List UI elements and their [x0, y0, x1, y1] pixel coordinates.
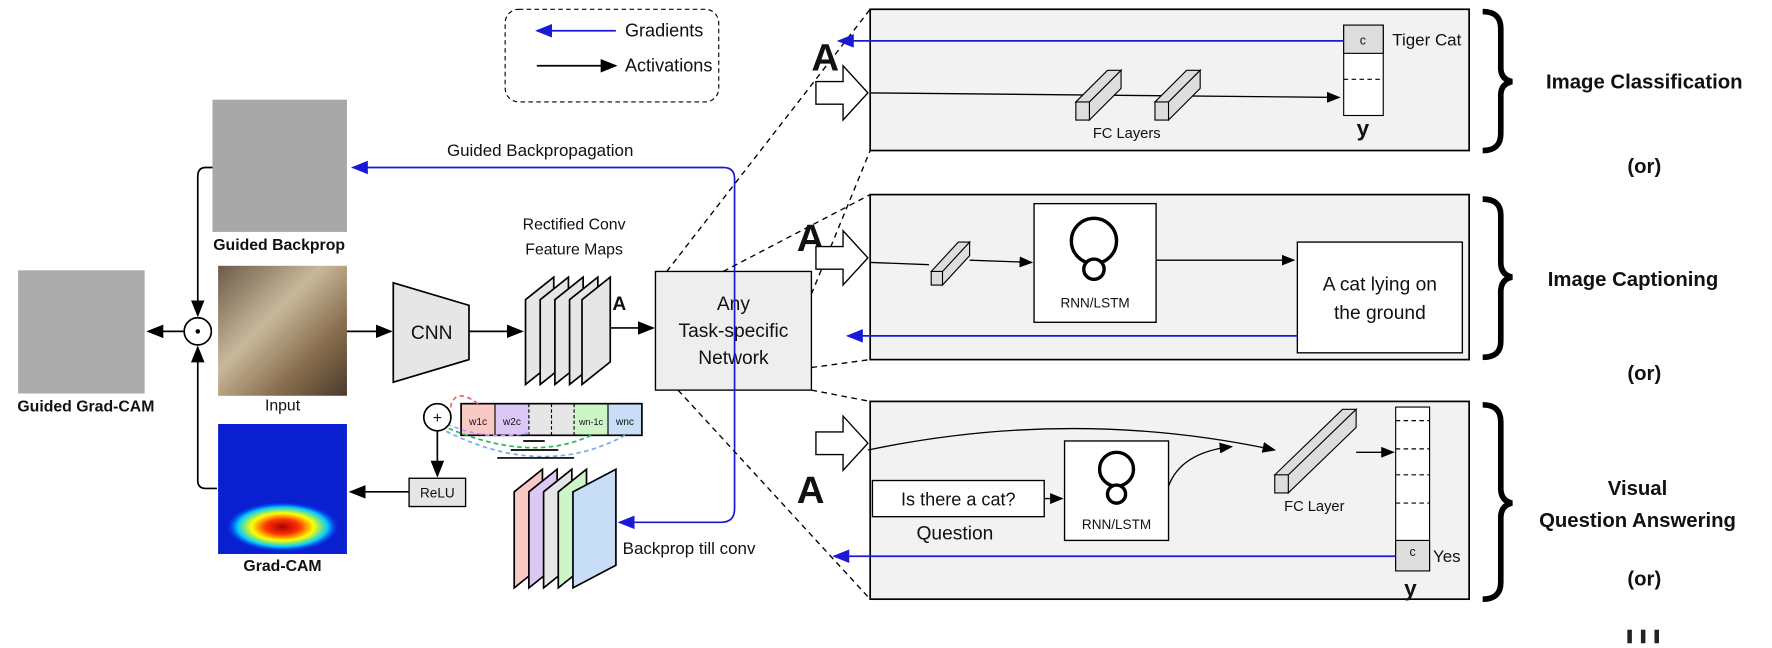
class-c-label: c: [1360, 33, 1366, 47]
weight-label: w2c: [502, 417, 521, 428]
cnn-label: CNN: [411, 323, 453, 344]
weight-label: w1c: [468, 417, 487, 428]
weights-vector: w1c w2c wn-1c wnc: [442, 395, 643, 459]
guided-backpropagation-label: Guided Backpropagation: [447, 141, 633, 160]
rnn-label: RNN/LSTM: [1082, 517, 1151, 532]
question-label: Question: [916, 523, 993, 544]
or-label: (or): [1627, 569, 1661, 591]
task-network-label: Task-specific: [678, 321, 788, 342]
fc-layers-label: FC Layers: [1093, 126, 1161, 142]
y-label: y: [1357, 116, 1370, 141]
panel-image-captioning: A RNN/LSTM A cat lying on the ground: [797, 193, 1470, 361]
class-c-label: c: [1410, 545, 1416, 559]
answer-label: Yes: [1433, 547, 1461, 566]
question-box: Is there a cat?: [901, 489, 1016, 509]
relu-label: ReLU: [420, 485, 455, 500]
a-label: A: [811, 36, 839, 79]
class-label: Tiger Cat: [1392, 30, 1461, 49]
cnn-block: [392, 281, 470, 384]
task-specific-network-box: [654, 270, 813, 391]
weight-label: wnc: [615, 417, 634, 428]
fc-layer-label: FC Layer: [1284, 499, 1345, 515]
or-label: (or): [1627, 363, 1661, 385]
task-label: Question Answering: [1539, 510, 1736, 532]
y-label: y: [1404, 576, 1417, 601]
ellipsis-icon: [1627, 629, 1659, 644]
gradcam-label: Grad-CAM: [243, 558, 321, 575]
caption-text: A cat lying on: [1323, 275, 1437, 296]
task-network-label: Network: [698, 348, 769, 369]
feature-maps: [524, 275, 612, 387]
guided-gradcam-image: [18, 270, 145, 394]
guided-backprop-label: Guided Backprop: [213, 237, 345, 254]
task-network-label: Any: [717, 294, 750, 315]
panel-vqa: A Is there a cat? Question RNN/LSTM FC L…: [797, 400, 1470, 601]
guided-gradcam-label: Guided Grad-CAM: [17, 399, 154, 416]
a-label: A: [797, 469, 825, 512]
task-label: Visual: [1608, 478, 1668, 500]
heatmap-hotspot: [226, 501, 340, 552]
guided-backprop-image: [212, 99, 347, 232]
task-label: Image Classification: [1546, 71, 1743, 93]
weight-label: wn-1c: [578, 417, 604, 427]
feature-maps-label-2: Feature Maps: [525, 241, 623, 258]
svg-text:+: +: [433, 410, 442, 427]
a-label: A: [612, 294, 626, 315]
panel-image-classification: A FC Layers c y Tiger Cat: [811, 8, 1470, 152]
braces: [1482, 8, 1513, 603]
task-label: Image Captioning: [1548, 269, 1719, 291]
relu-box: [408, 477, 467, 508]
gradient-maps: [513, 467, 617, 590]
input-label: Input: [265, 397, 301, 414]
feature-maps-label: Rectified Conv: [523, 217, 626, 234]
legend-activations: Activations: [625, 55, 712, 75]
caption-text: the ground: [1334, 303, 1426, 324]
backprop-till-conv-label: Backprop till conv: [623, 539, 756, 558]
legend: Gradients Activations: [504, 8, 720, 103]
or-label: (or): [1627, 156, 1661, 178]
rnn-label: RNN/LSTM: [1060, 296, 1129, 311]
legend-gradients: Gradients: [625, 20, 703, 40]
input-image: [218, 265, 347, 396]
